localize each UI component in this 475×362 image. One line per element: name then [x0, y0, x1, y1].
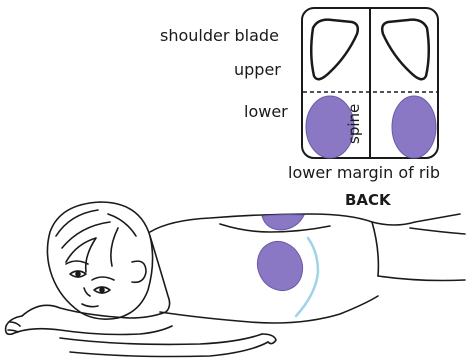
- label-lower: lower: [244, 104, 288, 120]
- left-pupil: [76, 272, 80, 276]
- label-shoulder-blade: shoulder blade: [160, 28, 279, 44]
- label-lower-margin-of-rib: lower margin of rib: [288, 165, 440, 181]
- side-arm-hand: [262, 334, 276, 344]
- label-spine: spine: [347, 104, 362, 144]
- forearm: [12, 326, 172, 335]
- torso-bottom-line: [160, 296, 378, 323]
- mouth: [82, 304, 98, 307]
- nose: [84, 288, 90, 296]
- child-lower-zone: [249, 234, 310, 298]
- waist-line: [372, 222, 378, 276]
- leg-line: [378, 276, 465, 281]
- eyebrows: [66, 261, 114, 280]
- child-upper-zone: [262, 215, 304, 230]
- right-lower-zone-shape: [392, 96, 436, 158]
- label-back: BACK: [345, 193, 391, 208]
- hip-line: [410, 228, 465, 234]
- ear-outline: [132, 261, 146, 282]
- side-arm: [60, 334, 262, 344]
- right-pupil: [100, 288, 104, 292]
- shoulder-line: [150, 236, 170, 312]
- back-schematic: [302, 8, 438, 158]
- child-figure: [6, 202, 465, 357]
- label-upper: upper: [234, 62, 281, 78]
